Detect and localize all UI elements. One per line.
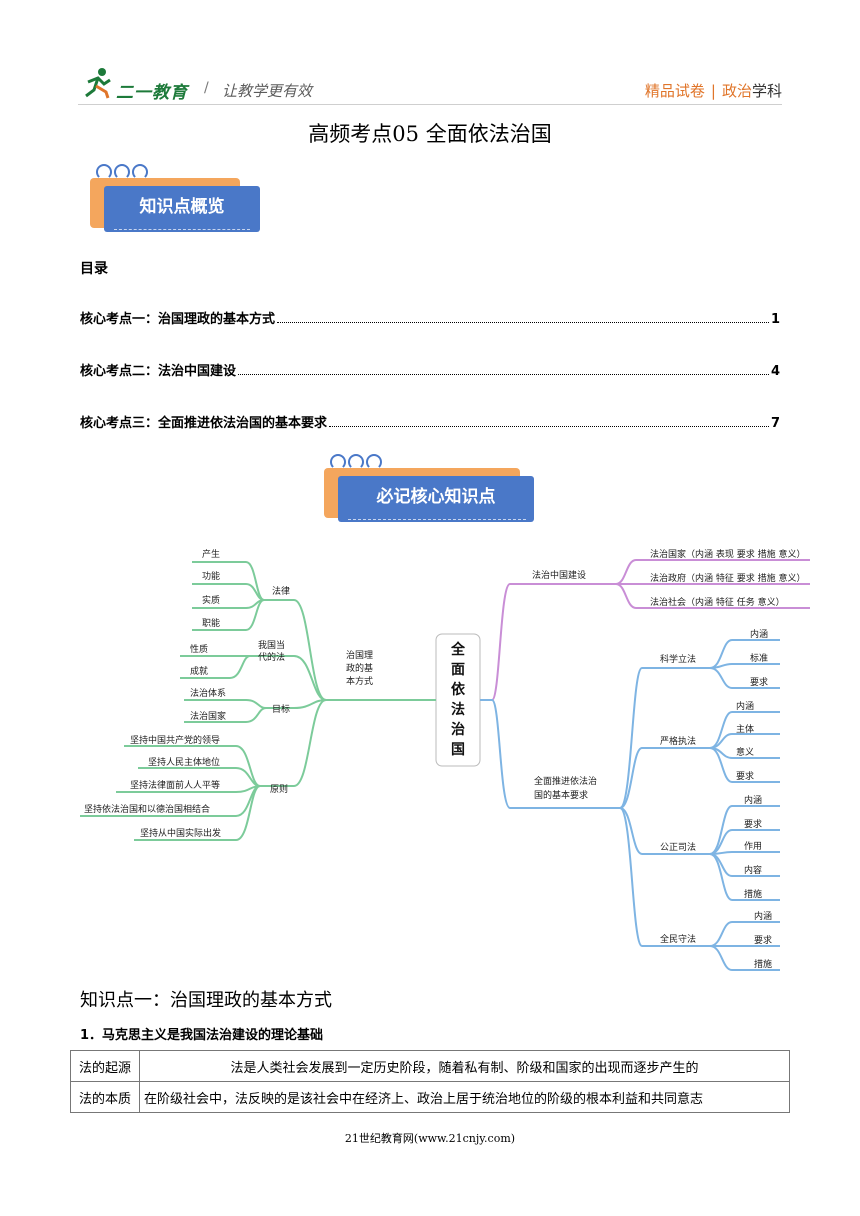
left-main-label: 本方式 bbox=[346, 675, 373, 687]
header-product: 精品试卷 bbox=[644, 82, 705, 100]
gongzheng-item: 作用 bbox=[744, 840, 762, 852]
principle-item: 坚持依法治国和以德治国相结合 bbox=[84, 803, 210, 815]
gongzheng-label: 公正司法 bbox=[660, 841, 696, 853]
ourlaw-item: 成就 bbox=[190, 665, 208, 677]
goal-item: 法治体系 bbox=[190, 687, 226, 699]
yange-item: 主体 bbox=[736, 723, 754, 735]
law-label: 法律 bbox=[272, 585, 290, 597]
right-top-label: 法治中国建设 bbox=[532, 569, 586, 581]
center-char: 国 bbox=[451, 742, 465, 758]
gongzheng-item: 措施 bbox=[744, 888, 762, 900]
table-row-head: 法的本质 bbox=[70, 1081, 140, 1113]
yange-item: 意义 bbox=[736, 746, 754, 758]
left-main-label: 治国理 bbox=[346, 649, 373, 661]
header-right: 精品试卷 | 政治学科 bbox=[645, 80, 782, 101]
gongzheng-item: 内容 bbox=[744, 864, 762, 876]
center-char: 面 bbox=[451, 662, 465, 678]
toc-item-label: 核心考点二：法治中国建设 bbox=[80, 364, 237, 379]
logo bbox=[80, 66, 190, 102]
left-main-label: 政的基 bbox=[346, 662, 373, 674]
right-top-item: 法治社会（内涵 特征 任务 意义） bbox=[650, 596, 785, 608]
right-bottom-label: 国的基本要求 bbox=[534, 789, 588, 801]
table-row-text: 法是人类社会发展到一定历史阶段，随着私有制、阶级和国家的出现而逐步产生的 bbox=[139, 1050, 790, 1082]
logo-text: 二一教育 bbox=[116, 83, 188, 103]
core-points-badge: 必记核心知识点 bbox=[324, 454, 536, 526]
kexue-item: 内涵 bbox=[750, 628, 768, 640]
goal-item: 法治国家 bbox=[190, 710, 226, 722]
toc-item-page: 1 bbox=[770, 312, 780, 327]
header-divider bbox=[78, 104, 782, 105]
principle-item: 坚持人民主体地位 bbox=[148, 756, 220, 768]
right-top-item: 法治政府（内涵 特征 要求 措施 意义） bbox=[650, 572, 805, 584]
toc-heading: 目录 bbox=[80, 261, 108, 277]
mindmap: 全 面 依 法 治 国 治国理 政的基 本方式 法律 产生 功能 实质 职能 我… bbox=[80, 548, 810, 971]
header-subject-suffix: 学科 bbox=[751, 82, 782, 100]
rings-icon bbox=[330, 454, 390, 474]
law-item: 实质 bbox=[202, 594, 220, 606]
page-footer: 21世纪教育网(www.21cnjy.com) bbox=[344, 1132, 516, 1145]
ourlaw-label: 我国当 bbox=[258, 639, 285, 651]
runner-logo-icon bbox=[85, 68, 111, 99]
knowledge-table: 法的起源 法是人类社会发展到一定历史阶段，随着私有制、阶级和国家的出现而逐步产生… bbox=[70, 1050, 790, 1113]
principle-item: 坚持中国共产党的领导 bbox=[130, 734, 220, 746]
section-title: 知识点一：治国理政的基本方式 bbox=[80, 990, 332, 1011]
gongzheng-item: 内涵 bbox=[744, 794, 762, 806]
overview-badge-label: 知识点概览 bbox=[139, 197, 225, 217]
toc-item-page: 4 bbox=[770, 364, 780, 379]
quanmin-label: 全民守法 bbox=[660, 933, 696, 945]
kexue-item: 要求 bbox=[750, 676, 768, 688]
quanmin-item: 措施 bbox=[754, 958, 772, 970]
center-char: 全 bbox=[450, 641, 466, 658]
section-subtitle: 1．马克思主义是我国法治建设的理论基础 bbox=[80, 1028, 324, 1043]
kexue-item: 标准 bbox=[750, 652, 768, 664]
header-subject: 政治 bbox=[721, 82, 752, 100]
center-char: 依 bbox=[451, 681, 466, 698]
left-branches bbox=[80, 561, 436, 841]
principle-label: 原则 bbox=[270, 783, 288, 795]
ourlaw-label: 代的法 bbox=[258, 651, 285, 663]
quanmin-item: 要求 bbox=[754, 934, 772, 946]
right-bottom-branches bbox=[480, 639, 780, 971]
gongzheng-item: 要求 bbox=[744, 818, 762, 830]
toc-item-label: 核心考点一：治国理政的基本方式 bbox=[80, 312, 276, 327]
ourlaw-item: 性质 bbox=[190, 643, 208, 655]
table-row: 法的本质 在阶级社会中，法反映的是该社会中在经济上、政治上居于统治地位的阶级的根… bbox=[70, 1081, 790, 1113]
table-row-head: 法的起源 bbox=[70, 1050, 140, 1082]
rings-icon bbox=[96, 164, 156, 184]
law-item: 功能 bbox=[202, 570, 220, 582]
toc-item-label: 核心考点三：全面推进依法治国的基本要求 bbox=[80, 416, 328, 431]
slogan-separator: / bbox=[204, 80, 209, 96]
overview-badge: 知识点概览 bbox=[90, 164, 260, 236]
right-top-branches bbox=[480, 559, 810, 701]
principle-item: 坚持从中国实际出发 bbox=[140, 827, 221, 839]
law-item: 产生 bbox=[202, 548, 220, 560]
core-points-badge-label: 必记核心知识点 bbox=[376, 487, 496, 507]
principle-item: 坚持法律面前人人平等 bbox=[130, 779, 220, 791]
toc-item[interactable]: 核心考点二：法治中国建设 4 bbox=[80, 360, 780, 379]
toc-item[interactable]: 核心考点一：治国理政的基本方式 1 bbox=[80, 308, 780, 327]
toc-item-page: 7 bbox=[770, 416, 780, 431]
toc-item[interactable]: 核心考点三：全面推进依法治国的基本要求 7 bbox=[80, 412, 780, 431]
yange-item: 内涵 bbox=[736, 700, 754, 712]
header-sep: | bbox=[710, 82, 716, 100]
center-char: 法 bbox=[451, 701, 465, 718]
kexue-label: 科学立法 bbox=[660, 653, 696, 665]
right-bottom-label: 全面推进依法治 bbox=[534, 775, 597, 787]
document-title: 高频考点05 全面依法治国 bbox=[308, 122, 552, 146]
table-row-text: 在阶级社会中，法反映的是该社会中在经济上、政治上居于统治地位的阶级的根本利益和共… bbox=[139, 1081, 790, 1113]
right-top-item: 法治国家（内涵 表现 要求 措施 意义） bbox=[650, 548, 805, 560]
law-item: 职能 bbox=[202, 617, 220, 629]
quanmin-item: 内涵 bbox=[754, 910, 772, 922]
center-char: 治 bbox=[451, 721, 465, 738]
table-row: 法的起源 法是人类社会发展到一定历史阶段，随着私有制、阶级和国家的出现而逐步产生… bbox=[70, 1050, 790, 1082]
yange-item: 要求 bbox=[736, 770, 754, 782]
slogan: 让教学更有效 bbox=[222, 82, 313, 100]
goal-label: 目标 bbox=[272, 703, 290, 715]
yange-label: 严格执法 bbox=[660, 735, 696, 747]
